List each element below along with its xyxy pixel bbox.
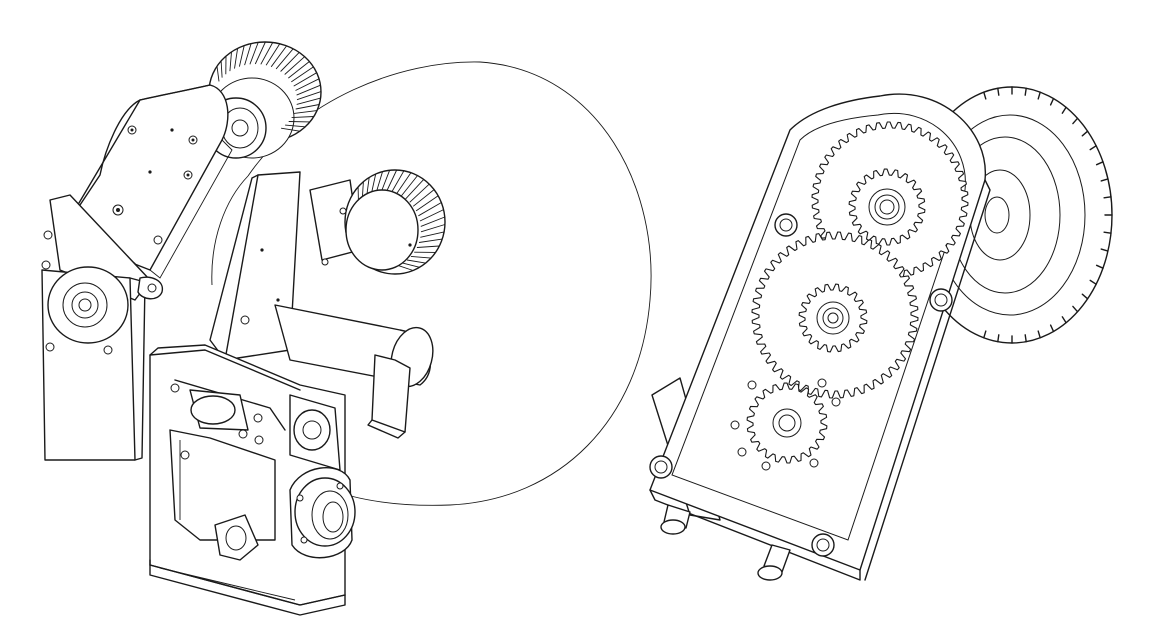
knurl-rib [281, 127, 300, 132]
motor-cylinder [274, 304, 434, 439]
knurl-rib [412, 189, 435, 207]
pulley-tooth [1089, 145, 1097, 151]
callout-circle [247, 61, 652, 506]
pulley-tooth [1049, 324, 1055, 333]
knurl-rib [270, 45, 287, 68]
knurl-rib [238, 45, 245, 67]
knurl-rib [254, 41, 266, 65]
pulley-tooth [1024, 334, 1027, 343]
knurl-rib [296, 97, 321, 105]
pulley-tooth [1095, 264, 1104, 269]
knurl-rib [284, 56, 305, 75]
knurl-rib [293, 110, 318, 114]
knurl-rib [405, 179, 425, 200]
pulley-tooth [1095, 161, 1104, 166]
pulley-tooth [983, 330, 987, 339]
knurl-rib [396, 172, 412, 195]
gear-hub [868, 188, 906, 226]
pulley-tooth [1037, 330, 1041, 339]
knurl-rib [410, 255, 432, 259]
knurl-rib [397, 264, 414, 271]
knurl-rib [216, 66, 220, 82]
pulley-tooth [1072, 117, 1079, 125]
knurl-rib [291, 116, 314, 119]
pulley-tooth [1061, 106, 1067, 114]
pulley-tooth [1049, 97, 1055, 106]
pulley-tooth [1037, 91, 1041, 100]
pulley-tooth [1081, 293, 1089, 300]
knurl-rib [296, 91, 322, 101]
knurl-rib [402, 262, 420, 268]
knurl-rib [406, 259, 426, 264]
knurled-wheel-mid [309, 169, 446, 275]
pulley-tooth [1089, 279, 1097, 285]
knurl-rib [419, 209, 444, 222]
knurl-rib [295, 78, 320, 91]
pulley-tooth [1081, 130, 1089, 137]
pulley-tooth [1103, 231, 1112, 234]
knurl-rib [288, 61, 310, 79]
knurl-rib [391, 170, 405, 193]
gear-hub [772, 408, 802, 438]
knurl-rib [415, 195, 439, 212]
knurl-rib [400, 175, 418, 197]
knurl-rib [420, 216, 445, 227]
knurl-rib [229, 51, 232, 72]
pulley-tooth [983, 91, 987, 100]
knurl-rib [296, 84, 321, 96]
knurl-rib [385, 169, 398, 193]
knurl-rib [265, 43, 281, 66]
right-gearbox [649, 86, 1113, 581]
mounting-bolts [660, 504, 791, 581]
knurl-rib [420, 224, 446, 233]
knurl-rib [260, 42, 274, 65]
knurl-rib [220, 60, 223, 78]
pulley-tooth [1103, 196, 1112, 199]
pulley-tooth [1024, 87, 1027, 96]
pulley-tooth [1072, 305, 1079, 313]
knurl-rib [293, 72, 317, 87]
knurl-rib [416, 245, 440, 248]
knurl-rib [280, 52, 300, 72]
knurl-rib [409, 183, 430, 203]
knurl-rib [420, 231, 445, 238]
knurl-rib [234, 48, 239, 69]
gear-train [746, 121, 969, 464]
knurl-rib [249, 42, 259, 65]
pulley-tooth [997, 334, 1000, 343]
pulley-tooth [997, 87, 1000, 96]
knurl-rib [375, 171, 383, 194]
knurl-rib [244, 43, 252, 66]
knurl-rib [285, 124, 306, 128]
knurl-rib [418, 238, 443, 243]
hole-pattern [730, 378, 841, 471]
gear-hub [816, 301, 850, 335]
knurl-rib [291, 66, 314, 83]
knurl-rib [418, 202, 442, 217]
knurl-rib [295, 104, 320, 110]
hinge-block [41, 194, 164, 461]
left-assembly [41, 41, 652, 616]
arm-link-upper [59, 84, 233, 279]
knurl-rib [380, 170, 391, 193]
bearing-flange [289, 466, 356, 559]
knurl-rib [275, 48, 294, 70]
pulley-tooth [1061, 316, 1067, 324]
knurled-wheel-top [205, 41, 322, 159]
pulley-tooth [1100, 248, 1109, 252]
pulley-tooth [1100, 178, 1109, 182]
